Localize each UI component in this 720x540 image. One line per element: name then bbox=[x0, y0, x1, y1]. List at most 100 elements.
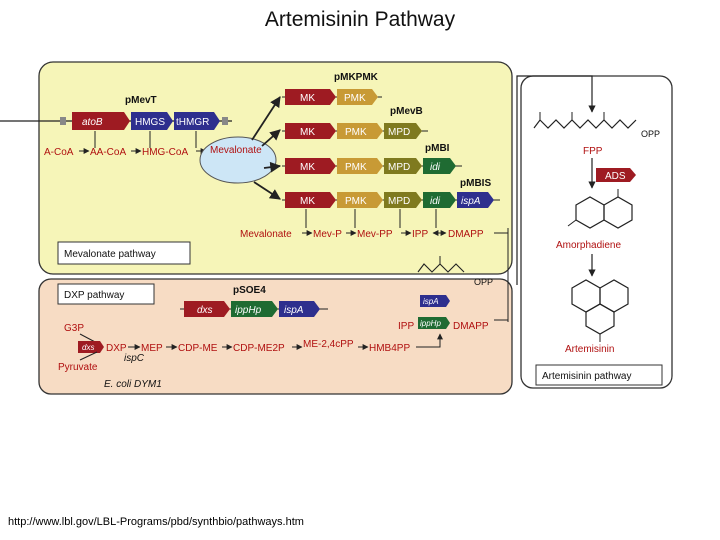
gene-HMGS-box bbox=[131, 112, 173, 130]
row3-gene-PMK: PMK bbox=[345, 162, 367, 173]
row3-PMK-box bbox=[337, 158, 383, 174]
dxp-pathway-label-box bbox=[57, 283, 155, 305]
row2-gene-MPD: MPD bbox=[388, 127, 410, 138]
met-cdp-me: CDP-ME bbox=[178, 343, 218, 354]
gene-ADS: ADS bbox=[605, 171, 626, 182]
gene-ispC: ispC bbox=[124, 353, 145, 364]
met-artemisinin: Artemisinin bbox=[565, 344, 614, 355]
small-ispA-box bbox=[420, 295, 450, 307]
met-opp-gpp: OPP bbox=[474, 277, 493, 287]
row4-gene-ispA: ispA bbox=[461, 196, 481, 207]
gene-ippHp: ippHp bbox=[235, 305, 262, 316]
gene-dxs-small-box bbox=[78, 341, 104, 353]
met-dmapp-dxp: DMAPP bbox=[453, 321, 489, 332]
met-acetyl-coa: A-CoA bbox=[44, 147, 74, 158]
slide-title: Artemisinin Pathway bbox=[264, 8, 456, 31]
row4-PMK-box bbox=[337, 192, 383, 208]
met-opp-fpp: OPP bbox=[641, 129, 660, 139]
row4-ispA-box bbox=[457, 192, 494, 208]
met-fpp: FPP bbox=[583, 146, 603, 157]
dxp-panel bbox=[38, 278, 513, 395]
met-hmg-coa: HMG-CoA bbox=[142, 147, 188, 158]
fan-arrow-3 bbox=[263, 161, 282, 173]
met-mevalonate-lower: Mevalonate bbox=[240, 229, 292, 240]
row2-MPD-box bbox=[384, 123, 422, 139]
row4-gene-PMK: PMK bbox=[345, 196, 367, 207]
label-strain: E. coli DYM1 bbox=[104, 379, 162, 390]
row2-gene-MK: MK bbox=[300, 127, 315, 138]
plasmid-pMevB: pMevB bbox=[390, 106, 423, 117]
plasmid-pSOE4: pSOE4 bbox=[233, 285, 266, 296]
fan-arrow-1 bbox=[251, 96, 281, 141]
row4-idi-box bbox=[423, 192, 456, 208]
row3-gene-idi: idi bbox=[430, 162, 441, 173]
row1-PMK-box bbox=[337, 89, 378, 105]
row3-gene-MK: MK bbox=[300, 162, 315, 173]
source-url[interactable]: http://www.lbl.gov/LBL-Programs/pbd/synt… bbox=[8, 516, 304, 528]
met-dmapp: DMAPP bbox=[448, 229, 484, 240]
arrow-pyruvate-dxp bbox=[79, 351, 98, 361]
plasmid-pMevT: pMevT bbox=[125, 95, 157, 106]
flow-line-to-fpp bbox=[516, 75, 596, 285]
row2-gene-PMK: PMK bbox=[345, 127, 367, 138]
row3-MK-box bbox=[285, 158, 336, 174]
small-gene-ispA: ispA bbox=[423, 297, 439, 306]
row3-gene-MPD: MPD bbox=[388, 162, 410, 173]
label-mevalonate-pathway: Mevalonate pathway bbox=[64, 249, 156, 260]
met-amorphadiene: Amorphadiene bbox=[556, 240, 621, 251]
pMevT-terminator bbox=[60, 117, 66, 125]
label-dxp-pathway: DXP pathway bbox=[64, 290, 124, 301]
met-dxp: DXP bbox=[106, 343, 127, 354]
met-mev-p: Mev-P bbox=[313, 229, 342, 240]
met-ipp-dxp: IPP bbox=[398, 321, 414, 332]
gene-tHMGR: tHMGR bbox=[176, 117, 209, 128]
small-gene-ippHp: ippHp bbox=[420, 319, 441, 328]
met-acetoacetyl-coa: AA-CoA bbox=[90, 147, 126, 158]
gene-tHMGR-box bbox=[174, 112, 220, 130]
met-hmb4pp: HMB4PP bbox=[369, 343, 410, 354]
amorphadiene-methyl-1 bbox=[567, 219, 577, 227]
gene-HMGS: HMGS bbox=[135, 117, 165, 128]
met-me-cpp: ME-2,4cPP bbox=[303, 339, 354, 350]
met-mev-pp: Mev-PP bbox=[357, 229, 393, 240]
met-mevalonate: Mevalonate bbox=[210, 145, 262, 156]
gene-ADS-box bbox=[596, 168, 636, 182]
gene-atoB-box bbox=[72, 112, 130, 130]
row4-gene-idi: idi bbox=[430, 196, 441, 207]
met-ipp: IPP bbox=[412, 229, 428, 240]
arrow-hmbpp-ipp bbox=[416, 333, 443, 348]
row2-MK-box bbox=[285, 123, 336, 139]
row1-gene-MK: MK bbox=[300, 93, 315, 104]
row4-MPD-box bbox=[384, 192, 422, 208]
artemisinin-panel bbox=[520, 75, 673, 389]
small-ippHp-box bbox=[418, 317, 450, 329]
gene-ispA-dxp-box bbox=[279, 301, 320, 317]
artemisinin-ring-c bbox=[585, 303, 615, 335]
gene-ippHp-box bbox=[231, 301, 278, 317]
row4-gene-MPD: MPD bbox=[388, 196, 410, 207]
label-artemisinin-pathway: Artemisinin pathway bbox=[542, 371, 631, 382]
met-mep: MEP bbox=[141, 343, 163, 354]
met-pyruvate: Pyruvate bbox=[58, 362, 98, 373]
plasmid-pMBIS: pMBIS bbox=[460, 178, 491, 189]
pMevT-end bbox=[222, 117, 228, 125]
met-cdp-me2p: CDP-ME2P bbox=[233, 343, 285, 354]
gene-dxs-box bbox=[184, 301, 230, 317]
mevalonate-ellipse bbox=[199, 136, 277, 184]
row1-gene-PMK: PMK bbox=[344, 93, 366, 104]
fpp-structure bbox=[533, 119, 637, 129]
plasmid-pMBI: pMBI bbox=[425, 143, 450, 154]
gene-dxs: dxs bbox=[197, 305, 213, 316]
row3-idi-box bbox=[423, 158, 456, 174]
row1-MK-box bbox=[285, 89, 336, 105]
fan-arrow-2 bbox=[261, 129, 281, 147]
mevalonate-pathway-label-box bbox=[57, 241, 191, 265]
met-g3p: G3P bbox=[64, 323, 84, 334]
gene-ispA-dxp: ispA bbox=[284, 305, 304, 316]
row4-MK-box bbox=[285, 192, 336, 208]
gene-dxs-small: dxs bbox=[82, 343, 94, 352]
row2-PMK-box bbox=[337, 123, 383, 139]
fan-arrow-4 bbox=[253, 181, 281, 200]
row3-MPD-box bbox=[384, 158, 422, 174]
